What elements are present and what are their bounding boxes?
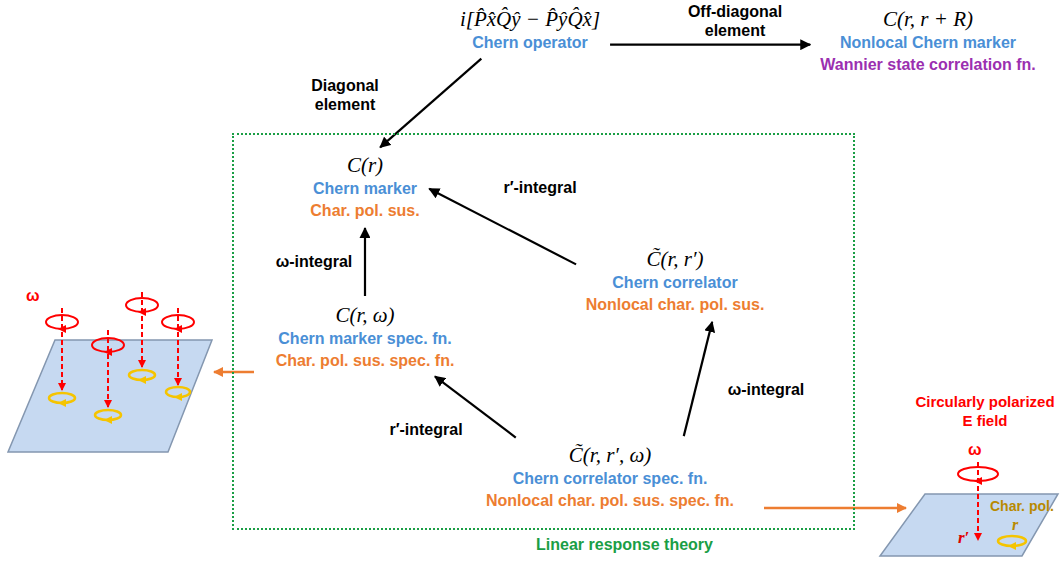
sample-plane — [8, 340, 212, 452]
position-symbol: r — [1012, 516, 1018, 534]
node-title: Chern correlator spec. fn. — [486, 468, 734, 490]
quantity-node: C̃(r, r′)Chern correlatorNonlocal char. … — [580, 244, 771, 318]
connector-arrow — [610, 43, 810, 45]
node-subtitle: Char. pol. sus. — [310, 200, 419, 222]
connector-arrow — [684, 322, 712, 436]
node-subtitle: Char. pol. sus. spec. fn. — [276, 350, 455, 372]
edge-label: ω-integral — [270, 252, 358, 271]
edge-label: ω-integral — [722, 380, 810, 399]
frequency-symbol: ω — [968, 440, 982, 459]
node-subtitle: Wannier state correlation fn. — [820, 54, 1035, 76]
position-symbol: r′ — [958, 528, 969, 547]
connector-arrow — [364, 228, 366, 296]
formula: i[P̂x̂Q̂ŷ − P̂ŷQ̂x̂] — [460, 6, 600, 32]
quantity-node: C(r, ω)Chern marker spec. fn.Char. pol. … — [270, 300, 461, 374]
circular-field-arrows — [46, 292, 194, 407]
formula: C̃(r, r′, ω) — [486, 442, 734, 468]
node-title: Nonlocal Chern marker — [820, 32, 1035, 54]
operator-node: i[P̂x̂Q̂ŷ − P̂ŷQ̂x̂]Chern operator — [454, 4, 606, 56]
node-subtitle: Nonlocal char. pol. sus. spec. fn. — [486, 490, 734, 512]
formula: C(r, r + R) — [820, 6, 1035, 32]
edge-label: r′-integral — [495, 178, 585, 197]
formula: C(r, ω) — [276, 302, 455, 328]
quantity-node: C̃(r, r′, ω)Chern correlator spec. fn.No… — [480, 440, 740, 514]
field-caption: Circularly polarized E field — [914, 392, 1056, 430]
node-subtitle: Nonlocal char. pol. sus. — [586, 294, 765, 316]
node-title: Chern marker spec. fn. — [276, 328, 455, 350]
connector-arrow — [429, 189, 576, 265]
quantity-node: C(r, r + R)Nonlocal Chern markerWannier … — [814, 4, 1041, 78]
sample-plane — [880, 494, 1058, 556]
node-title: Chern correlator — [586, 272, 765, 294]
yellow-polarization-loop — [998, 536, 1026, 550]
polarization-caption: Char. pol. — [990, 497, 1054, 515]
formula: C(r) — [310, 152, 419, 178]
pointer-arrow — [214, 371, 254, 374]
yellow-polarization-loops — [49, 370, 190, 424]
frequency-symbol: ω — [26, 286, 40, 305]
node-title: Chern marker — [310, 178, 419, 200]
quantity-node: C(r)Chern markerChar. pol. sus. — [304, 150, 425, 224]
pointer-arrow — [764, 507, 906, 510]
formula: C̃(r, r′) — [586, 246, 765, 272]
edge-label: Off-diagonal element — [675, 2, 795, 40]
node-title: Chern operator — [460, 32, 600, 54]
region-title: Linear response theory — [536, 534, 713, 556]
edge-label: Diagonal element — [300, 76, 390, 114]
edge-label: r′-integral — [382, 420, 470, 439]
